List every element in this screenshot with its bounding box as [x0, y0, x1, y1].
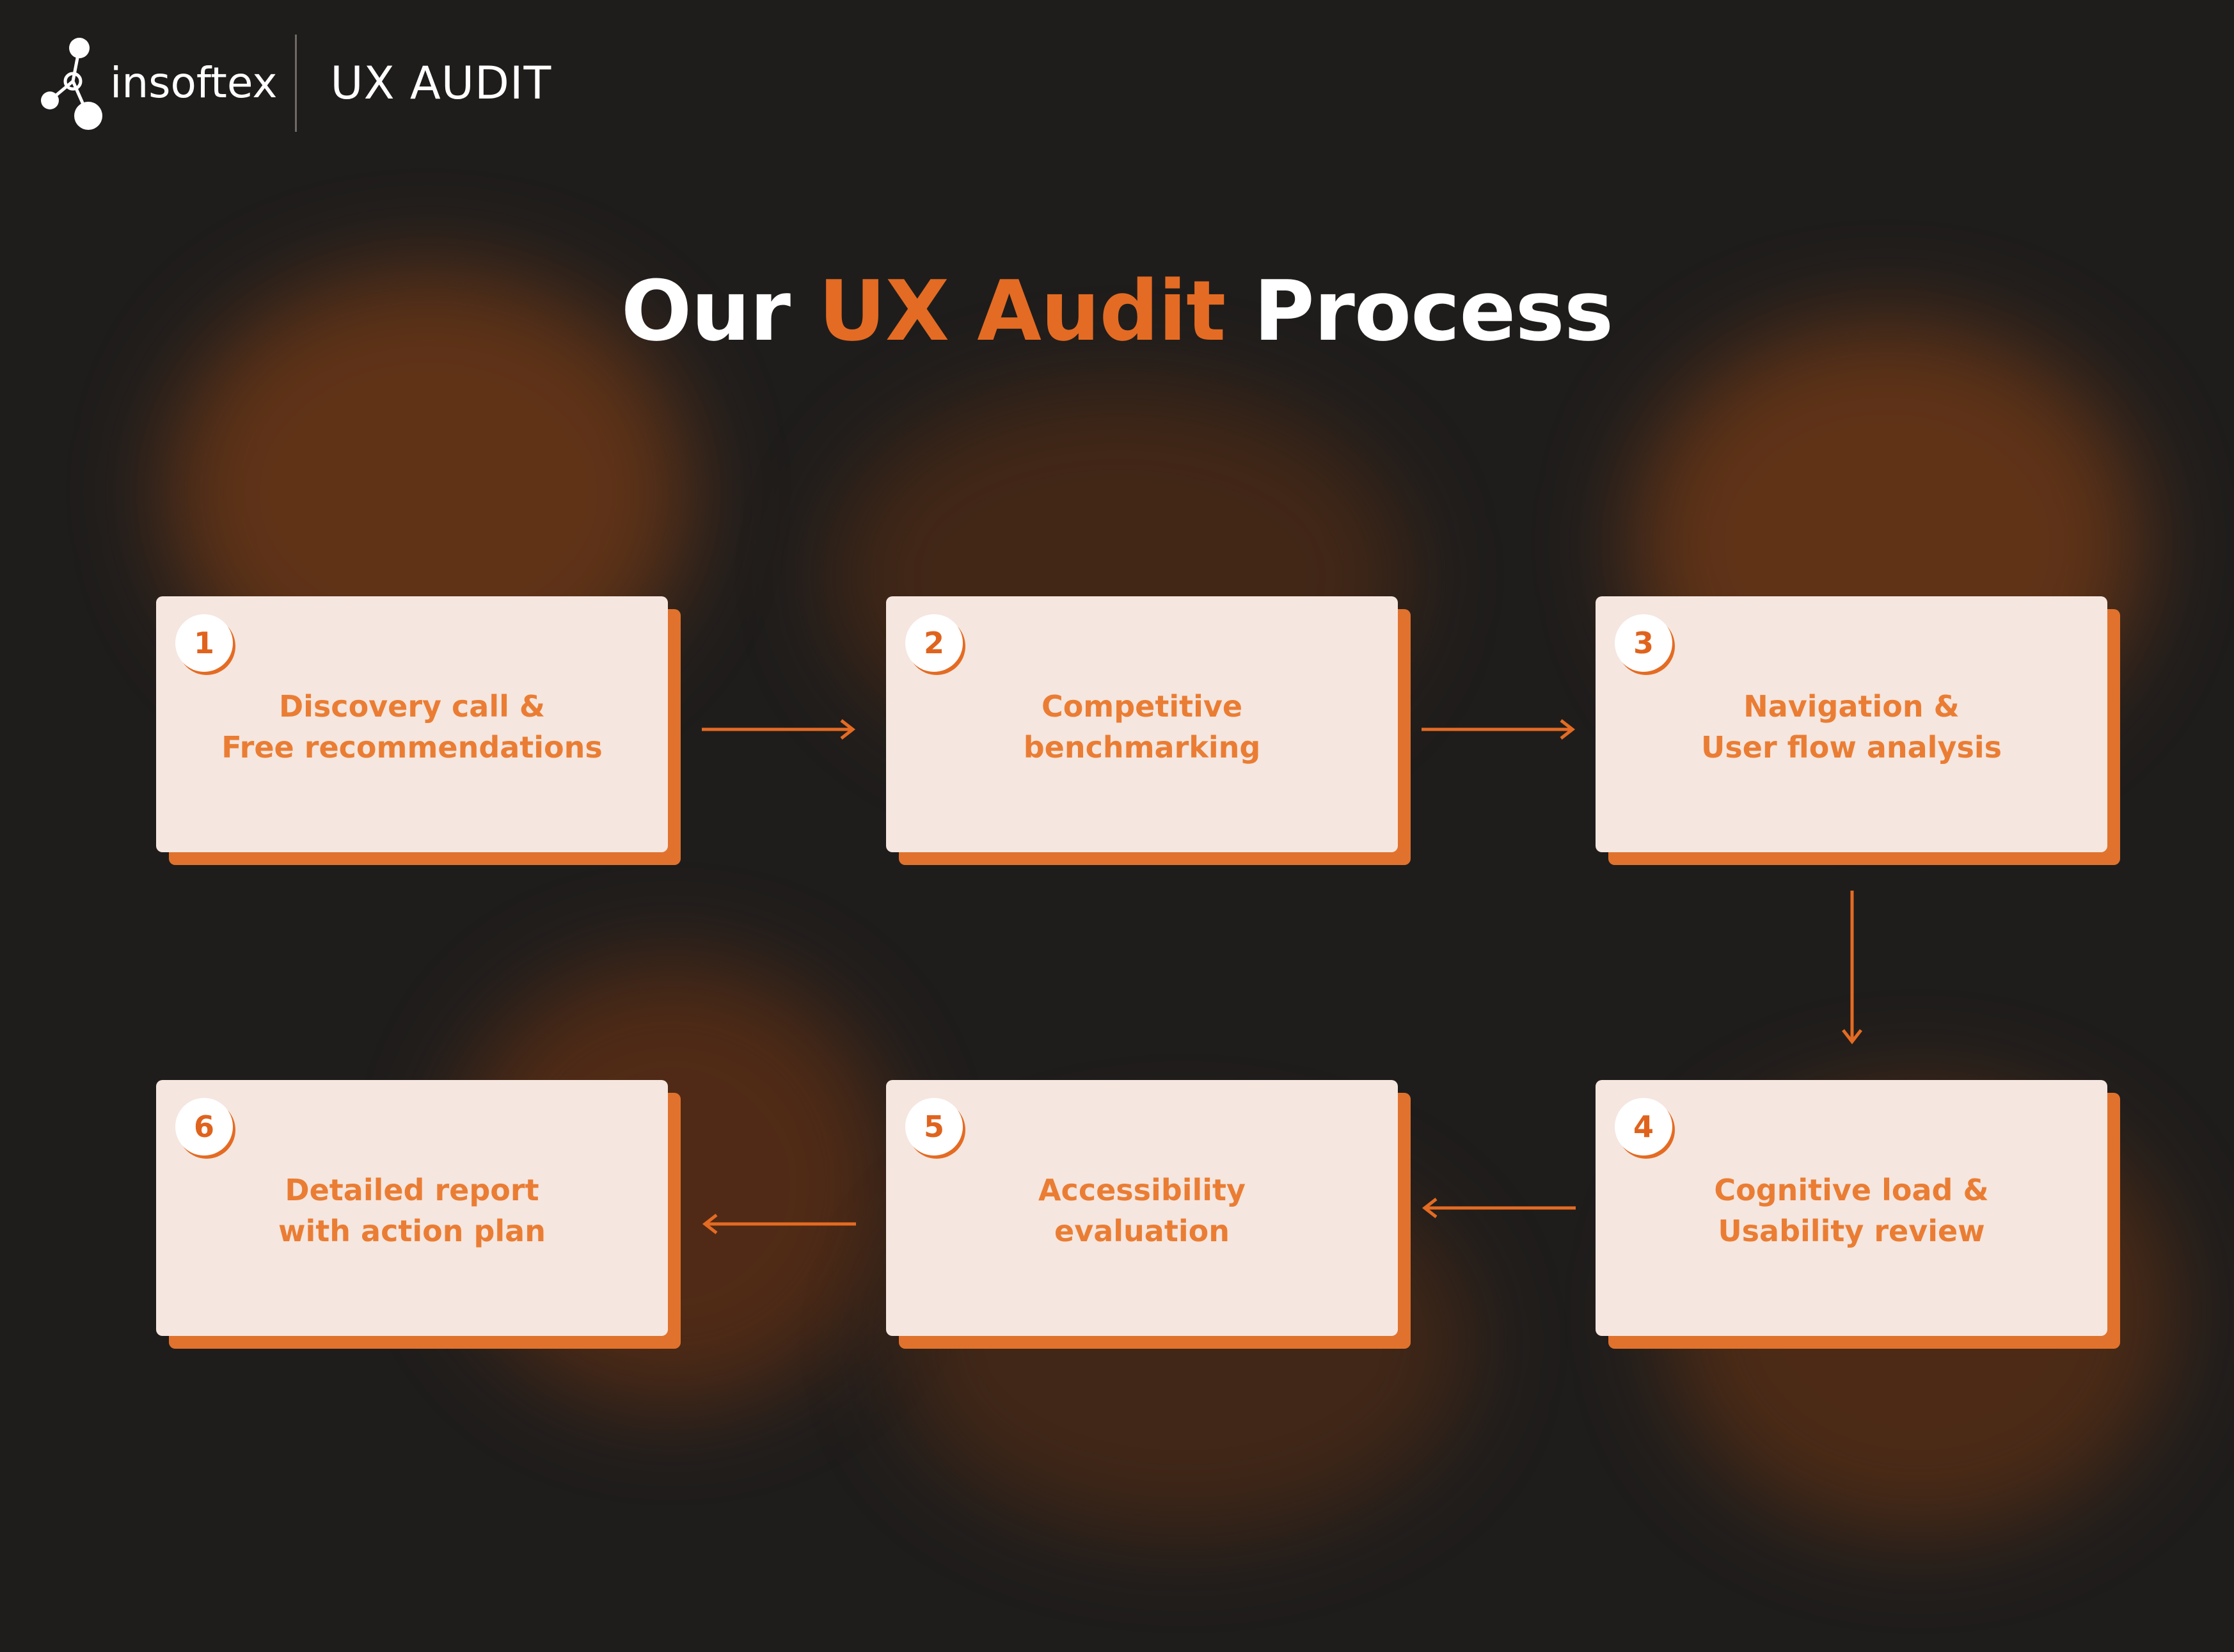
molecule-logo-icon: [41, 37, 102, 130]
step-label: Detailed report with action plan: [169, 1170, 655, 1251]
step-number-badge: 3: [1615, 614, 1672, 672]
step-label-line: with action plan: [278, 1214, 546, 1248]
step-label-line: Usability review: [1718, 1214, 1985, 1248]
arrow-left-icon: [1422, 1198, 1576, 1218]
step-number-badge: 6: [175, 1098, 233, 1156]
step-number-badge: 1: [175, 614, 233, 672]
card-body: 5 Accessibility evaluation: [886, 1080, 1398, 1336]
step-label-line: Accessibility: [1038, 1173, 1246, 1207]
section-name: UX AUDIT: [330, 56, 552, 109]
step-label-line: User flow analysis: [1701, 730, 2002, 765]
arrow-down-icon: [1842, 891, 1862, 1045]
page-title: Our UX Audit Process: [0, 262, 2234, 360]
card-body: 6 Detailed report with action plan: [156, 1080, 668, 1336]
step-label: Competitive benchmarking: [899, 686, 1385, 768]
header-divider: [295, 34, 297, 132]
card-body: 2 Competitive benchmarking: [886, 596, 1398, 852]
step-label: Cognitive load & Usability review: [1608, 1170, 2095, 1251]
title-prefix: Our: [621, 262, 819, 360]
step-card-2: 2 Competitive benchmarking: [886, 596, 1411, 865]
header: insoftex UX AUDIT: [36, 33, 551, 132]
step-card-5: 5 Accessibility evaluation: [886, 1080, 1411, 1349]
step-label-line: Free recommendations: [221, 730, 603, 765]
title-suffix: Process: [1225, 262, 1613, 360]
card-body: 1 Discovery call & Free recommendations: [156, 596, 668, 852]
arrow-left-icon: [702, 1214, 856, 1234]
card-body: 4 Cognitive load & Usability review: [1596, 1080, 2107, 1336]
step-label-line: Detailed report: [285, 1173, 539, 1207]
step-label-line: Discovery call &: [278, 689, 546, 724]
step-label-line: Cognitive load &: [1714, 1173, 1989, 1207]
step-label: Discovery call & Free recommendations: [169, 686, 655, 768]
step-number-badge: 2: [905, 614, 963, 672]
arrow-right-icon: [1422, 719, 1576, 740]
step-card-4: 4 Cognitive load & Usability review: [1596, 1080, 2120, 1349]
step-label-line: benchmarking: [1023, 730, 1261, 765]
step-label-line: Competitive: [1041, 689, 1243, 724]
title-accent: UX Audit: [818, 262, 1226, 360]
brand-name: insoftex: [110, 58, 278, 107]
step-card-3: 3 Navigation & User flow analysis: [1596, 596, 2120, 865]
step-label-line: Navigation &: [1743, 689, 1960, 724]
step-card-1: 1 Discovery call & Free recommendations: [156, 596, 681, 865]
step-label-line: evaluation: [1054, 1214, 1230, 1248]
arrow-right-icon: [702, 719, 856, 740]
step-label: Accessibility evaluation: [899, 1170, 1385, 1251]
step-number-badge: 4: [1615, 1098, 1672, 1156]
step-label: Navigation & User flow analysis: [1608, 686, 2095, 768]
step-card-6: 6 Detailed report with action plan: [156, 1080, 681, 1349]
step-number-badge: 5: [905, 1098, 963, 1156]
card-body: 3 Navigation & User flow analysis: [1596, 596, 2107, 852]
